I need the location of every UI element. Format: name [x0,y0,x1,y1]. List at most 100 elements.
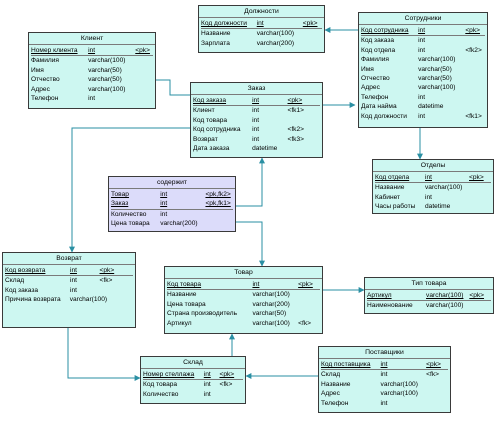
attribute-name: Артикул [167,319,192,327]
attribute-key [135,66,153,75]
attribute-type: varchar(100) [418,56,456,64]
attribute-row[interactable]: Возврат int <fk3> [193,135,320,144]
attribute-key [135,56,153,65]
attribute-type: varchar(100) [256,30,295,38]
attribute-name: Адрес [31,85,50,93]
attribute-key [298,300,320,309]
link-soderzhit-zakaz[interactable] [236,157,265,207]
attribute-name: Цена товара [167,300,206,308]
attribute-key [469,202,491,211]
attribute-name: Название [321,380,351,388]
attribute-key: <pk> [298,281,313,288]
link-soderzhit-tovar[interactable] [236,221,265,267]
entity-title: Поставщики [319,347,450,359]
attribute-type: int [418,37,426,45]
entity-title: Тип товара [365,278,493,290]
attribute-name: Возврат [193,135,218,143]
attribute-type: varchar(100) [425,184,463,192]
attribute-name: Количество [143,390,179,398]
attribute-key [288,144,320,153]
attribute-key: <pk> [469,174,484,181]
attribute-type: datetime [418,103,444,111]
attribute-type: int [252,135,260,143]
attribute-type: int [380,361,388,368]
attribute-type: int [88,47,96,54]
attribute-key [298,309,320,318]
attribute-key: <fk1> [287,107,305,115]
attribute-key [465,55,485,64]
attribute-key: <fk2> [287,126,305,134]
link-vozvrat-sklad[interactable] [67,328,141,381]
attribute-type: int [69,286,77,294]
link-zakaz-vozvrat[interactable] [69,127,190,253]
attribute-key: <fk3> [287,135,305,143]
attribute-type: int [418,46,426,54]
